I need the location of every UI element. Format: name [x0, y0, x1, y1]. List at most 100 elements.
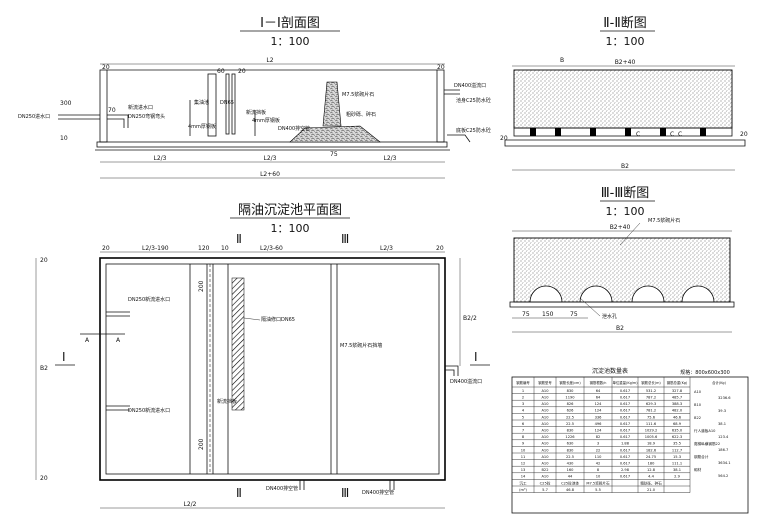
table-cell: 24.75 [646, 455, 656, 459]
table-cell: 6 [522, 422, 525, 426]
table-header-cell: 钢筋根数/n [590, 380, 607, 385]
table-cell: 0.617 [620, 475, 630, 479]
dim-300: 300 [60, 100, 72, 107]
plan-marker-iii-bottom: Ⅲ [341, 486, 349, 500]
table-cell: 38.1 [673, 468, 681, 472]
table-cell: 630 [567, 442, 575, 446]
sec3-label-masonry: M7.5浆砌片石 [648, 217, 680, 224]
table-total-cell: 186.7 [718, 448, 728, 452]
table-cell: A10 [541, 415, 549, 419]
dim-l2-top: L2 [266, 57, 273, 64]
table-cell: 124 [595, 409, 603, 413]
table-cell: 2 [522, 396, 524, 400]
sec2-piers [530, 128, 706, 136]
sec2-dim-top-label: B2+40 [615, 59, 636, 66]
table-cell: 3 [597, 442, 599, 446]
table-cell: 9 [522, 442, 525, 446]
table-cell: (m³) [519, 488, 527, 492]
section-1-1: Ⅰ－Ⅰ剖面图 1：100 L2 20 20 60 20 DN250进 [18, 16, 491, 179]
table-cell: 14 [521, 475, 526, 479]
plan-label-inlet-1: DN250新流进水口 [128, 296, 170, 303]
table-cell: 787.2 [646, 396, 656, 400]
plan-inlet-pipe-1 [106, 311, 130, 317]
plan-dim-10: 10 [221, 245, 229, 252]
table-total-cell: 564.2 [718, 474, 728, 478]
table-cell: 64 [596, 389, 601, 393]
dim-10: 10 [60, 135, 68, 142]
dim-70: 70 [108, 107, 116, 114]
table-cell: 22.5 [566, 422, 574, 426]
table-cell: 1.88 [621, 442, 630, 446]
table-cell: A10 [541, 409, 549, 413]
table-cell: 粗砂砾、碎石 [640, 480, 662, 485]
table-cell: 42 [596, 462, 601, 466]
dim-total: L2+60 [260, 171, 280, 178]
table-header-cell: 钢筋长度(cm) [559, 380, 581, 385]
table-cell: 180 [648, 462, 656, 466]
table-cell: 0.617 [620, 396, 630, 400]
floor-slab [96, 141, 448, 148]
table-total-cell: 3634.1 [718, 461, 731, 465]
table-cell: 124 [595, 429, 603, 433]
plan-dim-l2-3-60: L2/3-60 [260, 245, 283, 252]
sec2-bottom-band [513, 127, 733, 137]
table-cell: A10 [541, 396, 549, 400]
table-total-cell: B10 [694, 403, 702, 407]
sec2-dim-20b: 20 [740, 131, 748, 138]
table-title: 沉淀池数量表 [592, 367, 628, 375]
table-cell: 622.3 [672, 435, 682, 439]
label-drain: DN400排空管 [278, 125, 310, 132]
table-cell: 13 [521, 468, 526, 472]
table-cell: 0.617 [620, 409, 630, 413]
sec3-label-drain-hole: 泄水孔 [602, 313, 617, 320]
table-cell: 1 [522, 389, 524, 393]
table-cell: M7.5浆砌片石 [586, 480, 610, 485]
table-cell: 64 [596, 396, 601, 400]
table-cell: 485.7 [672, 396, 682, 400]
table-cell: 112.7 [672, 448, 682, 452]
table-cell: 1190 [565, 396, 575, 400]
dim-l2-3-b: L2/3 [264, 155, 277, 162]
table-cell: 830 [567, 389, 575, 393]
sec3-dim-total-label: B2 [616, 325, 624, 332]
table-cell: 111.1 [672, 462, 682, 466]
gravel-bed [289, 125, 381, 143]
label-gravel: 粗砂砾、碎石 [346, 111, 376, 118]
sec2-label-c2: C [670, 131, 674, 138]
sec2-dim-20a: 20 [500, 135, 508, 142]
table-cell: 2.98 [621, 468, 630, 472]
table-total-cell: 3236.6 [718, 396, 731, 400]
plan-inner-wall [105, 263, 440, 475]
table-cell: 12.8 [647, 468, 656, 472]
plan-label-oil-outlet: 隔油修口DN65 [261, 316, 295, 323]
sec2-label-c3: C [678, 131, 682, 138]
table-total-cell: 38.1 [718, 422, 726, 426]
plan-dim-l2-2: L2/2 [184, 501, 197, 508]
section-2-2: Ⅱ-Ⅱ断图 1：100 B2+40 B C C C 20 20 B2 [500, 16, 748, 171]
plan-dim-b2: B2 [40, 365, 48, 372]
plan-dim-20b: 20 [40, 475, 48, 482]
table-total-cell: 砌材 [694, 467, 702, 472]
section-2-scale: 1：100 [606, 35, 645, 48]
table-cell: 5.5 [595, 488, 601, 492]
table-cell: 18.9 [647, 442, 656, 446]
table-cell: 4.4 [648, 475, 654, 479]
table-cell: 2.9 [674, 475, 680, 479]
section-3-title: Ⅲ-Ⅲ断图 [601, 186, 650, 201]
table-cell: 5.7 [542, 488, 548, 492]
table-header-cell: 钢筋总长(m) [641, 380, 661, 385]
table-cell: 111.6 [646, 422, 657, 426]
plan-drain-pipe-2 [389, 480, 395, 490]
table-cell: 482.0 [672, 409, 683, 413]
label-steel-plate-2: 4mm厚钢板 [252, 117, 280, 124]
plan-label-drain-2: DN400排空管 [362, 489, 394, 496]
plan-dim-20a: 20 [40, 257, 48, 264]
plan-leader-oil [243, 317, 261, 321]
table-cell: 5 [522, 415, 524, 419]
table-total-cell: 爬梯纵横钢筋22 [694, 441, 720, 446]
label-new-baffle: 新流挡板 [246, 109, 266, 116]
plan-dim-l2-3-190: L2/3-190 [142, 245, 169, 252]
table-cell: 46.8 [566, 488, 575, 492]
table-cell: 15.3 [673, 455, 681, 459]
